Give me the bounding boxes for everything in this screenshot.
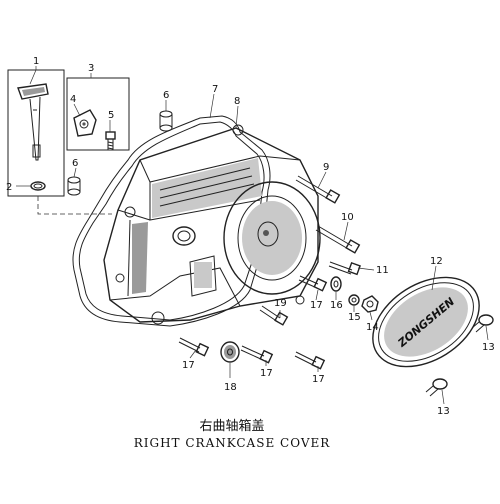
callout-3: 3 bbox=[88, 63, 94, 74]
callout-labels: 1 2 3 4 5 6 6 7 8 9 10 11 12 13 13 14 15… bbox=[6, 56, 495, 417]
washer-part-15 bbox=[348, 294, 360, 306]
callout-17-left: 17 bbox=[182, 360, 195, 371]
callout-13-upper: 13 bbox=[482, 342, 495, 353]
washer-part-16 bbox=[330, 276, 342, 292]
callout-17-lower-right: 17 bbox=[312, 374, 325, 385]
leader-lines bbox=[16, 66, 489, 405]
screw-part-13-upper bbox=[471, 314, 494, 333]
callout-14: 14 bbox=[366, 322, 379, 333]
bolt-part-17-b bbox=[240, 345, 274, 364]
bolt-part-17-d bbox=[298, 275, 328, 292]
callout-4: 4 bbox=[70, 94, 76, 105]
callout-10: 10 bbox=[341, 212, 354, 223]
part-3-frame bbox=[66, 77, 130, 151]
screw-part-13-lower bbox=[425, 378, 448, 397]
bolt-part-17-c bbox=[294, 351, 326, 370]
callout-13-lower: 13 bbox=[437, 406, 450, 417]
bolt-part-11 bbox=[328, 261, 361, 276]
bolt-part-9 bbox=[295, 175, 341, 204]
callout-12: 12 bbox=[430, 256, 443, 267]
dipstick-part-1 bbox=[17, 83, 49, 161]
title-chinese: 右曲轴箱盖 bbox=[199, 418, 264, 434]
callout-11: 11 bbox=[376, 265, 389, 276]
bolt-part-5 bbox=[105, 131, 116, 150]
callout-16: 16 bbox=[330, 300, 343, 311]
callout-5: 5 bbox=[108, 110, 114, 121]
nut-part-14 bbox=[361, 295, 379, 313]
callout-17-right: 17 bbox=[310, 300, 323, 311]
gasket-part-7 bbox=[72, 115, 271, 327]
callout-8: 8 bbox=[234, 96, 240, 107]
dipstick-dashline bbox=[37, 196, 112, 215]
callout-18: 18 bbox=[224, 382, 237, 393]
callout-17-middle: 17 bbox=[260, 368, 273, 379]
title-english: RIGHT CRANKCASE COVER bbox=[134, 436, 331, 450]
crankcase-cover-part-8 bbox=[103, 124, 321, 325]
callout-9: 9 bbox=[323, 162, 329, 173]
callout-19: 19 bbox=[274, 298, 287, 309]
dowel-pin-6-upper bbox=[159, 110, 173, 132]
callout-15: 15 bbox=[348, 312, 361, 323]
oring-part-2 bbox=[30, 181, 46, 191]
dowel-pin-6-lower bbox=[67, 176, 81, 196]
callout-1: 1 bbox=[33, 56, 39, 67]
cover-part-12: ZONGSHEN bbox=[372, 276, 480, 368]
callout-2: 2 bbox=[6, 182, 12, 193]
bolt-part-10 bbox=[315, 225, 361, 254]
callout-6-lower: 6 bbox=[72, 158, 78, 169]
washer-part-18 bbox=[220, 341, 240, 363]
bolt-part-19 bbox=[259, 305, 289, 326]
callout-6-upper: 6 bbox=[163, 90, 169, 101]
valve-part-4 bbox=[73, 109, 97, 137]
callout-7: 7 bbox=[212, 84, 218, 95]
